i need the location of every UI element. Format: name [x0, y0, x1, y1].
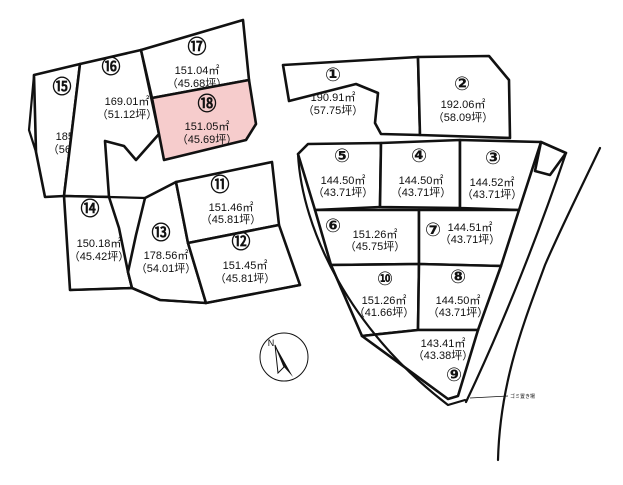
lot-8-area-sqm: 144.50㎡ [436, 294, 481, 307]
lot-1-number: ① [325, 65, 341, 86]
lot-16[interactable]: ⑯ 169.01㎡ （51.12坪） [62, 48, 161, 199]
lot-9-number: ⑨ [446, 365, 462, 386]
compass-north-label: N [268, 338, 275, 348]
lot-4-number: ④ [411, 146, 427, 167]
compass-needle-icon [275, 345, 293, 377]
lot-1-area-sqm: 190.91㎡ [311, 91, 356, 104]
lot-18-shape[interactable] [150, 78, 258, 162]
lot-14-area-tsubo: （45.42坪） [69, 250, 130, 263]
lot-10-area-tsubo: （41.66坪） [354, 306, 415, 319]
lot-5-shape[interactable] [296, 141, 383, 212]
small-parcel [533, 140, 568, 177]
middle-bottom-edge [68, 283, 302, 305]
compass: N [259, 332, 309, 382]
lot-8-number: ⑧ [450, 267, 466, 288]
lot-2-area-sqm: 192.06㎡ [441, 98, 486, 111]
right-road-outer [496, 146, 602, 462]
lot-15-number: ⑮ [52, 75, 71, 98]
lot-11-area-sqm: 151.46㎡ [209, 201, 254, 214]
lot-1[interactable]: ① 190.91㎡ （57.75坪） [281, 55, 422, 137]
lot-3-area-tsubo: （43.71坪） [462, 188, 523, 201]
lot-18-area-sqm: 151.05㎡ [185, 120, 230, 133]
lot-16-number: ⑯ [101, 55, 120, 78]
lot-7-area-sqm: 144.51㎡ [448, 221, 493, 234]
garbage-station-callout: ゴミ置き場 [469, 393, 535, 400]
lot-16-area-sqm: 169.01㎡ [105, 95, 150, 108]
lot-4-area-sqm: 144.50㎡ [399, 174, 444, 187]
lot-2-number: ② [454, 74, 470, 95]
lot-9-shape[interactable] [360, 328, 480, 401]
garbage-station-label: ゴミ置き場 [510, 393, 535, 400]
lot-16-area-tsubo: （51.12坪） [97, 108, 158, 121]
lot-14-area-sqm: 150.18㎡ [77, 237, 122, 250]
inner-road-edge [107, 195, 147, 200]
lot-14-number: ⑭ [80, 197, 99, 220]
lot-5-number: ⑤ [334, 146, 350, 167]
lot-5-area-sqm: 144.50㎡ [321, 174, 366, 187]
lot-18-area-tsubo: （45.69坪） [177, 133, 238, 146]
lot-5[interactable]: ⑤ 144.50㎡ （43.71坪） [296, 141, 383, 212]
curved-road-edge [296, 152, 467, 407]
lot-8[interactable]: ⑧ 144.50㎡ （43.71坪） [416, 262, 503, 332]
lot-13-area-tsubo: （54.01坪） [136, 262, 197, 275]
left-edge [27, 73, 38, 154]
right-road-inner [464, 151, 568, 404]
callout-line [469, 395, 509, 399]
lot-4[interactable]: ④ 144.50㎡ （43.71坪） [378, 138, 462, 210]
lot-9[interactable]: ⑨ 143.41㎡ （43.38坪） [360, 328, 480, 401]
lot-6-area-tsubo: （45.75坪） [345, 240, 406, 253]
lot-5-area-tsubo: （43.71坪） [313, 186, 374, 199]
road-lines [27, 73, 602, 462]
lot-13-number: ⑬ [151, 221, 170, 244]
lot-17-area-sqm: 151.04㎡ [175, 64, 220, 77]
lot-3-number: ③ [485, 148, 501, 169]
lot-11[interactable]: ⑪ 151.46㎡ （45.81坪） [174, 160, 281, 245]
lot-8-area-tsubo: （43.71坪） [428, 306, 489, 319]
lot-10-number: ⑩ [377, 269, 393, 290]
lot-4-area-tsubo: （43.71坪） [391, 186, 452, 199]
lot-3[interactable]: ③ 144.52㎡ （43.71坪） [458, 138, 543, 212]
lot-7-area-tsubo: （43.71坪） [440, 233, 501, 246]
lot-18-number: ⑱ [197, 92, 216, 115]
compass-needle-outline [274, 344, 285, 375]
lot-18[interactable]: ⑱ 151.05㎡ （45.69坪） [150, 78, 258, 162]
lot-7[interactable]: ⑦ 144.51㎡ （43.71坪） [417, 208, 521, 268]
lot-1-area-tsubo: （57.75坪） [303, 104, 364, 117]
lot-6-number: ⑥ [325, 216, 341, 237]
lot-9-area-tsubo: （43.38坪） [413, 349, 474, 362]
lot-10[interactable]: ⑩ 151.26㎡ （41.66坪） [329, 262, 421, 338]
lot-7-number: ⑦ [425, 220, 441, 241]
lot-12-number: ⑫ [231, 230, 250, 253]
lot-13[interactable]: ⑬ 178.56㎡ （54.01坪） [126, 180, 208, 305]
lot-6-area-sqm: 151.26㎡ [353, 228, 398, 241]
lot-17-number: ⑰ [187, 35, 206, 58]
lot-9-area-sqm: 143.41㎡ [421, 337, 466, 350]
lot-14[interactable]: ⑭ 150.18㎡ （45.42坪） [62, 194, 134, 292]
lot-2-shape[interactable] [416, 54, 512, 140]
lot-6[interactable]: ⑥ 151.26㎡ （45.75坪） [313, 208, 421, 267]
lot-13-area-sqm: 178.56㎡ [144, 249, 189, 262]
lot-2[interactable]: ② 192.06㎡ （58.09坪） [416, 54, 512, 140]
compass-circle [259, 332, 309, 382]
lot-10-area-sqm: 151.26㎡ [362, 294, 407, 307]
lot-11-area-tsubo: （45.81坪） [201, 213, 262, 226]
lot-3-area-sqm: 144.52㎡ [470, 176, 515, 189]
lot-2-area-tsubo: （58.09坪） [433, 111, 494, 124]
lot-12-area-sqm: 151.45㎡ [223, 259, 268, 272]
lot-12-area-tsubo: （45.81坪） [215, 272, 276, 285]
lot-11-number: ⑪ [210, 173, 229, 196]
lot-15-shape[interactable] [32, 62, 82, 199]
